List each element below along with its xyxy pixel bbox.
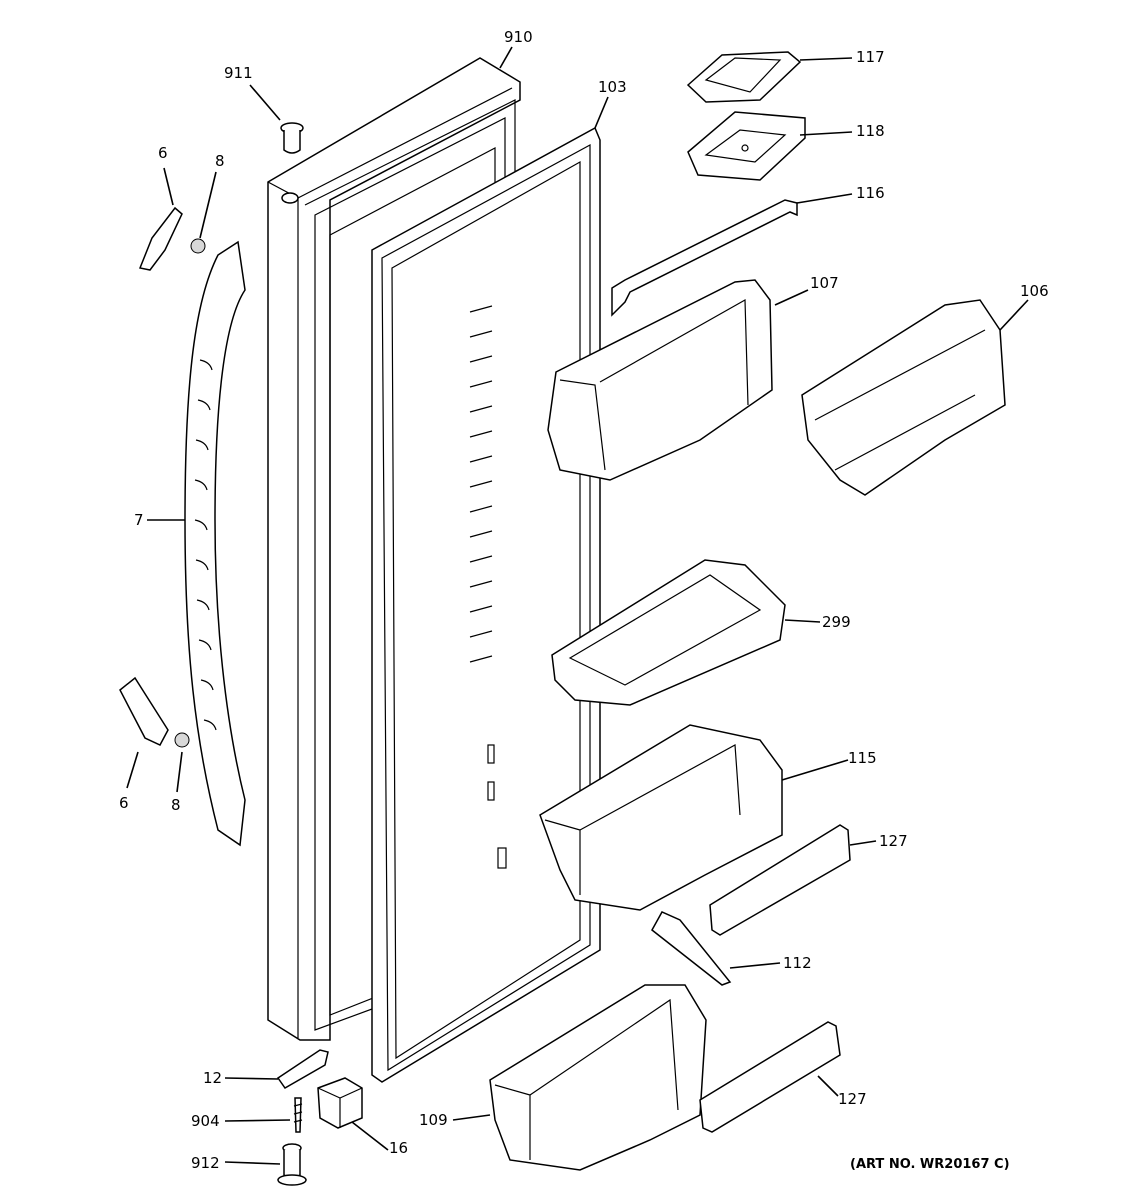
shelf-retainer-bar	[611, 199, 798, 317]
hinge-bushing-top	[280, 122, 304, 154]
callout-127-top: 127	[879, 832, 908, 850]
bin-front-panel-upper	[709, 824, 851, 936]
door-bin-upper	[547, 279, 773, 481]
door-bin-115	[539, 724, 783, 911]
art-number: (ART NO. WR20167 C)	[850, 1157, 1010, 1172]
hinge-bracket	[276, 1049, 329, 1089]
callout-109: 109	[419, 1111, 448, 1129]
callout-103: 103	[598, 78, 627, 96]
callout-12: 12	[203, 1069, 222, 1087]
callout-127-bottom: 127	[838, 1090, 867, 1108]
callout-118: 118	[856, 122, 885, 140]
handle-screw-top	[190, 238, 206, 254]
door-shelf-299	[551, 559, 786, 706]
handle-endcap-bottom	[119, 676, 169, 746]
door-bin-109	[489, 984, 707, 1171]
callout-117: 117	[856, 48, 885, 66]
dairy-bin	[687, 111, 806, 181]
callout-904: 904	[191, 1112, 220, 1130]
bin-end-clip	[651, 911, 732, 986]
callout-116: 116	[856, 184, 885, 202]
callout-115: 115	[848, 749, 877, 767]
hinge-screw	[293, 1097, 303, 1133]
door-gasket	[371, 126, 601, 1083]
callout-107: 107	[810, 274, 839, 292]
bin-front-panel-lower	[699, 1021, 841, 1133]
callout-106: 106	[1020, 282, 1049, 300]
callout-299: 299	[822, 613, 851, 631]
callout-6-bottom: 6	[119, 794, 129, 812]
callout-6-top: 6	[158, 144, 168, 162]
callout-910: 910	[504, 28, 533, 46]
callout-7: 7	[134, 511, 144, 529]
dairy-door-cover	[686, 51, 802, 103]
door-handle	[184, 240, 246, 847]
leader-lines	[126, 46, 1029, 1165]
handle-screw-bottom	[174, 732, 190, 748]
callout-8-top: 8	[215, 152, 225, 170]
callout-8-bottom: 8	[171, 796, 181, 814]
hinge-bushing-bottom	[277, 1143, 307, 1186]
door-liner-ribs	[469, 305, 507, 869]
callout-112: 112	[783, 954, 812, 972]
door-bin-cover	[801, 299, 1006, 496]
hinge-block	[317, 1077, 363, 1129]
callout-912: 912	[191, 1154, 220, 1172]
callout-911: 911	[224, 64, 253, 82]
callout-16: 16	[389, 1139, 408, 1157]
handle-endcap-top	[138, 206, 183, 271]
